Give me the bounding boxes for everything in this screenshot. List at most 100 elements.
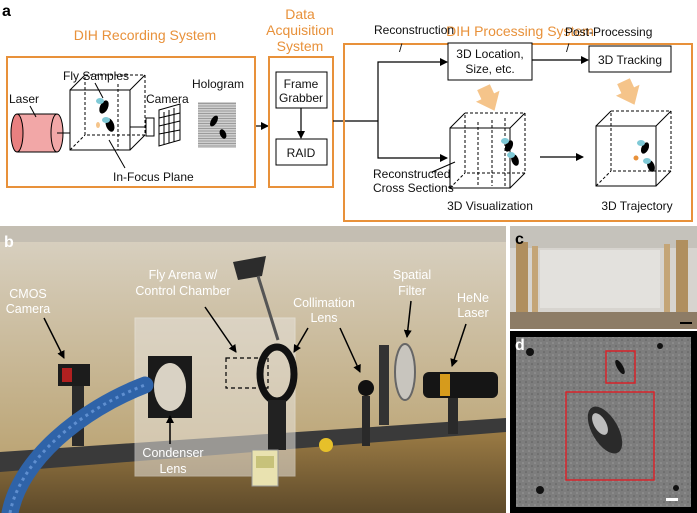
camera-label: Camera — [146, 92, 189, 106]
hene-laser — [423, 372, 498, 398]
desk-lamp — [233, 256, 266, 280]
fly-arena-outline — [225, 357, 269, 389]
panel-c: c — [510, 226, 697, 329]
sample-cube-icon — [69, 74, 146, 151]
hologram-image — [198, 102, 236, 148]
yellow-plug — [319, 438, 333, 452]
laser-label: Laser — [9, 92, 39, 106]
fly-samples-label: Fly Samples — [63, 69, 129, 83]
chamber-wall-left-2 — [532, 246, 538, 314]
laser-icon — [10, 113, 64, 153]
visualization-flies-icon — [501, 138, 519, 166]
hologram-label: Hologram — [192, 77, 244, 91]
hene-pointer — [450, 323, 467, 367]
post-processing-slash: / — [566, 41, 570, 55]
particle-1 — [526, 348, 534, 356]
frame-grabber-box — [275, 71, 328, 109]
condenser-label-line2: Lens — [159, 462, 186, 476]
condenser-lens — [154, 363, 186, 411]
collimation-lens-small — [358, 380, 374, 396]
orange-arrow-right — [615, 78, 640, 105]
acquisition-title-line2: Acquisition — [266, 22, 334, 38]
hene-label-line1: HeNe — [457, 291, 489, 305]
raid-box — [275, 138, 328, 166]
chamber-wall-right — [676, 240, 688, 318]
chamber-floor — [510, 312, 697, 329]
recording-system: DIH Recording System Laser — [6, 27, 256, 188]
panel-b: b CMOS Camera Fly Arena w/ Control Chamb… — [0, 226, 506, 513]
photo-b-ceiling — [0, 226, 506, 242]
acquisition-title-line1: Data — [285, 6, 315, 22]
scale-bar-d — [666, 498, 678, 501]
arrow-to-visualization — [377, 121, 448, 162]
fly-samples-leader — [94, 82, 104, 99]
collimation-pointer-right — [339, 327, 361, 373]
zoom-source-box — [605, 350, 636, 384]
panel-c-letter: c — [515, 231, 524, 248]
cross-sections-leader — [431, 161, 456, 173]
fly-samples-icon — [96, 98, 115, 132]
lens-post — [268, 400, 286, 450]
cmos-pointer — [43, 317, 65, 359]
hene-laser-post — [448, 398, 458, 434]
tracking-box — [588, 45, 672, 73]
location-box — [447, 42, 533, 81]
collimation-label-line2: Lens — [310, 311, 337, 325]
raid-label: RAID — [287, 146, 316, 160]
particle-3 — [536, 486, 544, 494]
in-focus-plane-label: In-Focus Plane — [113, 170, 194, 184]
reconstruction-slash: / — [399, 41, 403, 55]
processing-system-title: DIH Processing System — [446, 23, 594, 39]
processing-system: DIH Processing System Reconstruction / P… — [343, 23, 693, 222]
collimation-label-line1: Collimation — [293, 296, 355, 310]
location-line1: 3D Location, — [456, 47, 523, 61]
hene-label-line2: Laser — [457, 306, 488, 320]
spatial-filter — [394, 343, 416, 401]
chamber-wall-right-2 — [664, 244, 670, 314]
cmos-label-line1: CMOS — [9, 287, 47, 301]
frame-grabber-line1: Frame — [284, 77, 319, 91]
spatial-pointer — [403, 300, 412, 338]
cmos-label-line2: Camera — [6, 302, 51, 316]
camera-icon — [145, 103, 181, 147]
reconstruction-label: Reconstruction — [374, 23, 454, 37]
panel-a: a DIH Recording System Laser — [2, 3, 693, 222]
panel-d: d — [510, 331, 697, 513]
collimation-post — [362, 396, 370, 446]
hene-laser-band — [440, 374, 450, 396]
cross-sections-line2: Cross Sections — [373, 181, 454, 195]
arena-label-line1: Fly Arena w/ — [149, 268, 218, 282]
acquisition-system-frame — [268, 56, 334, 188]
trajectory-cube-icon — [595, 110, 672, 187]
spatial-label-line2: Filter — [398, 284, 426, 298]
laser-leader — [29, 105, 37, 118]
blue-hose — [1, 376, 154, 513]
panel-a-letter: a — [2, 3, 11, 20]
trajectory-label: 3D Trajectory — [601, 199, 672, 213]
lamp-arm — [256, 275, 280, 341]
scale-bar-c — [680, 322, 692, 324]
arena-label-line2: Control Chamber — [135, 284, 230, 298]
tracking-label: 3D Tracking — [598, 53, 662, 67]
panel-d-letter: d — [515, 337, 525, 354]
recording-system-frame — [6, 56, 256, 188]
cross-sections-line1: Reconstructed — [373, 167, 450, 181]
panel-b-letter: b — [4, 234, 14, 251]
spatial-filter-post — [379, 345, 389, 425]
spatial-label-line1: Spatial — [393, 268, 431, 282]
particle-4 — [673, 485, 679, 491]
particle-2 — [657, 343, 663, 349]
photo-c-top — [510, 226, 697, 248]
recording-system-title: DIH Recording System — [74, 27, 216, 43]
fly-hologram-small — [615, 359, 625, 375]
visualization-cube-icon — [449, 112, 526, 189]
fly-hologram-zoom-highlight — [592, 413, 608, 435]
location-line2: Size, etc. — [465, 62, 514, 76]
orange-arrow-left — [475, 84, 500, 111]
acquisition-title-line3: System — [277, 38, 324, 54]
cmos-camera-body — [62, 368, 72, 382]
trajectory-flies-icon — [633, 140, 655, 172]
arena-pointer — [204, 306, 237, 353]
